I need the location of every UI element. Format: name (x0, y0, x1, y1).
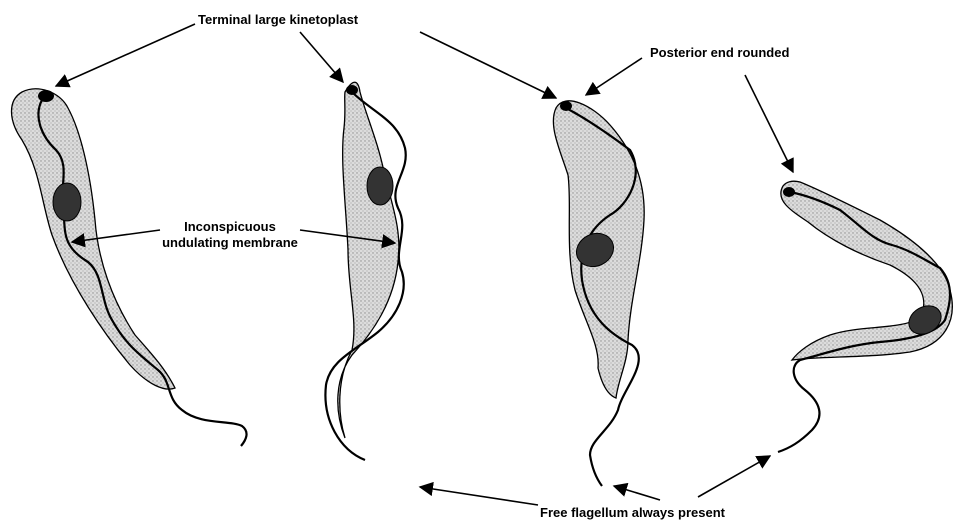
arrow-kinetoplast-1 (56, 24, 195, 86)
label-terminal-kinetoplast: Terminal large kinetoplast (198, 12, 359, 27)
kinetoplast-2 (346, 85, 358, 95)
kinetoplast-1 (38, 90, 54, 102)
trypomastigote-3 (553, 101, 644, 486)
arrow-flagellum-1 (420, 487, 538, 505)
arrow-kinetoplast-2 (300, 32, 343, 82)
arrow-posterior-end-4 (745, 75, 793, 172)
cell-body-2 (338, 82, 399, 438)
leader-arrows (56, 24, 793, 505)
label-membrane-line1: Inconspicuous (184, 219, 276, 234)
trypomastigote-4 (778, 181, 952, 452)
trypomastigote-1 (12, 89, 247, 446)
kinetoplast-4 (783, 187, 795, 197)
arrow-flagellum-2 (614, 486, 660, 500)
trypomastigote-2 (325, 82, 405, 460)
label-membrane-line2: undulating membrane (162, 235, 298, 250)
arrow-flagellum-3 (698, 456, 770, 497)
kinetoplast-3 (560, 101, 572, 111)
nucleus-2 (367, 167, 393, 205)
label-posterior-end: Posterior end rounded (650, 45, 789, 60)
arrow-kinetoplast-3 (420, 32, 556, 98)
arrow-posterior-end (586, 58, 642, 95)
nucleus-1 (53, 183, 81, 221)
label-free-flagellum: Free flagellum always present (540, 505, 726, 520)
